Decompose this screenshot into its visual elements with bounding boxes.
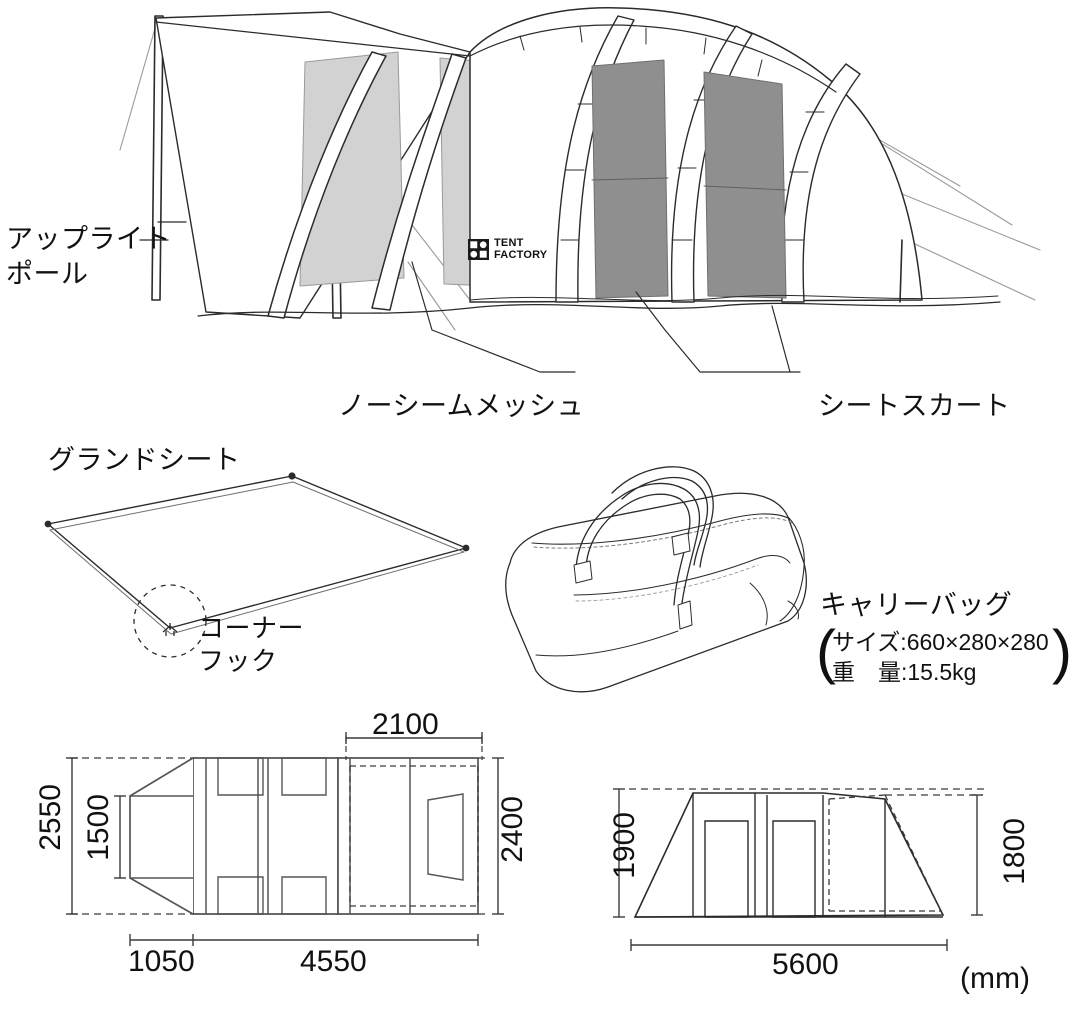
corner-hook-line2: フック — [198, 646, 278, 677]
brand-logo: TENT FACTORY — [468, 237, 548, 262]
side-dim-1900: 1900 — [608, 812, 641, 879]
corner-hook-line1: コーナー — [198, 613, 305, 643]
carry-bag-title: キャリーバッグ — [820, 590, 1013, 620]
uplight-pole-left — [151, 15, 187, 301]
corner-hook-callout: コーナーフック — [198, 612, 304, 679]
tunnel-arch-poles — [555, 15, 861, 303]
callout-no-seam-mesh: ノーシームメッシュ — [338, 391, 585, 421]
ridge-clips — [519, 26, 763, 77]
carry-bag-weight: 重 量:15.5kg — [832, 659, 977, 685]
plan-dim-1500: 1500 — [82, 794, 115, 861]
callout-uplight-pole-line1: アップライト — [6, 224, 171, 254]
unit-note: (mm) — [960, 962, 1030, 995]
plan-dim-2400: 2400 — [496, 796, 529, 863]
carry-bag-illustration — [505, 466, 807, 693]
leader-seat-skirt-b — [771, 305, 791, 373]
carry-bag-size: サイズ:660×280×280 — [832, 629, 1049, 655]
mesh-panel-dark-2 — [703, 71, 787, 299]
plan-dim-4550: 4550 — [300, 945, 367, 978]
leader-seat-skirt-a — [635, 291, 801, 373]
seat-skirt-ground — [197, 301, 1001, 317]
corner-hook-zoom-circle — [133, 584, 207, 658]
spec-paren-close: ) — [1052, 618, 1072, 685]
plan-dim-1050: 1050 — [128, 945, 195, 978]
leader-no-seam-mesh — [411, 261, 576, 373]
corner-hook-detail — [162, 623, 178, 636]
tent-illustration — [119, 7, 1041, 373]
side-dim-5600: 5600 — [772, 948, 839, 981]
canopy-arch-poles — [267, 51, 467, 319]
spec-paren-open: ( — [816, 618, 836, 685]
plan-dim-2550: 2550 — [34, 784, 67, 851]
callout-seat-skirt: シートスカート — [818, 391, 1011, 421]
tent-factory-mark-icon — [468, 239, 489, 261]
callout-leaders — [139, 239, 801, 373]
brand-line-2: FACTORY — [494, 248, 548, 261]
brand-line-1: TENT — [494, 237, 524, 249]
side-dim-1800: 1800 — [998, 818, 1031, 885]
ground-sheet-title: グランドシート — [48, 445, 241, 475]
plan-view-drawing — [66, 732, 504, 946]
side-view-drawing — [613, 788, 985, 951]
corner-hook-nodes — [44, 472, 470, 552]
plan-dim-2100: 2100 — [372, 708, 439, 741]
callout-uplight-pole-line2: ポール — [6, 258, 89, 289]
ground-sheet-illustration — [44, 472, 470, 658]
callout-uplight-pole: アップライトポール — [6, 222, 171, 291]
